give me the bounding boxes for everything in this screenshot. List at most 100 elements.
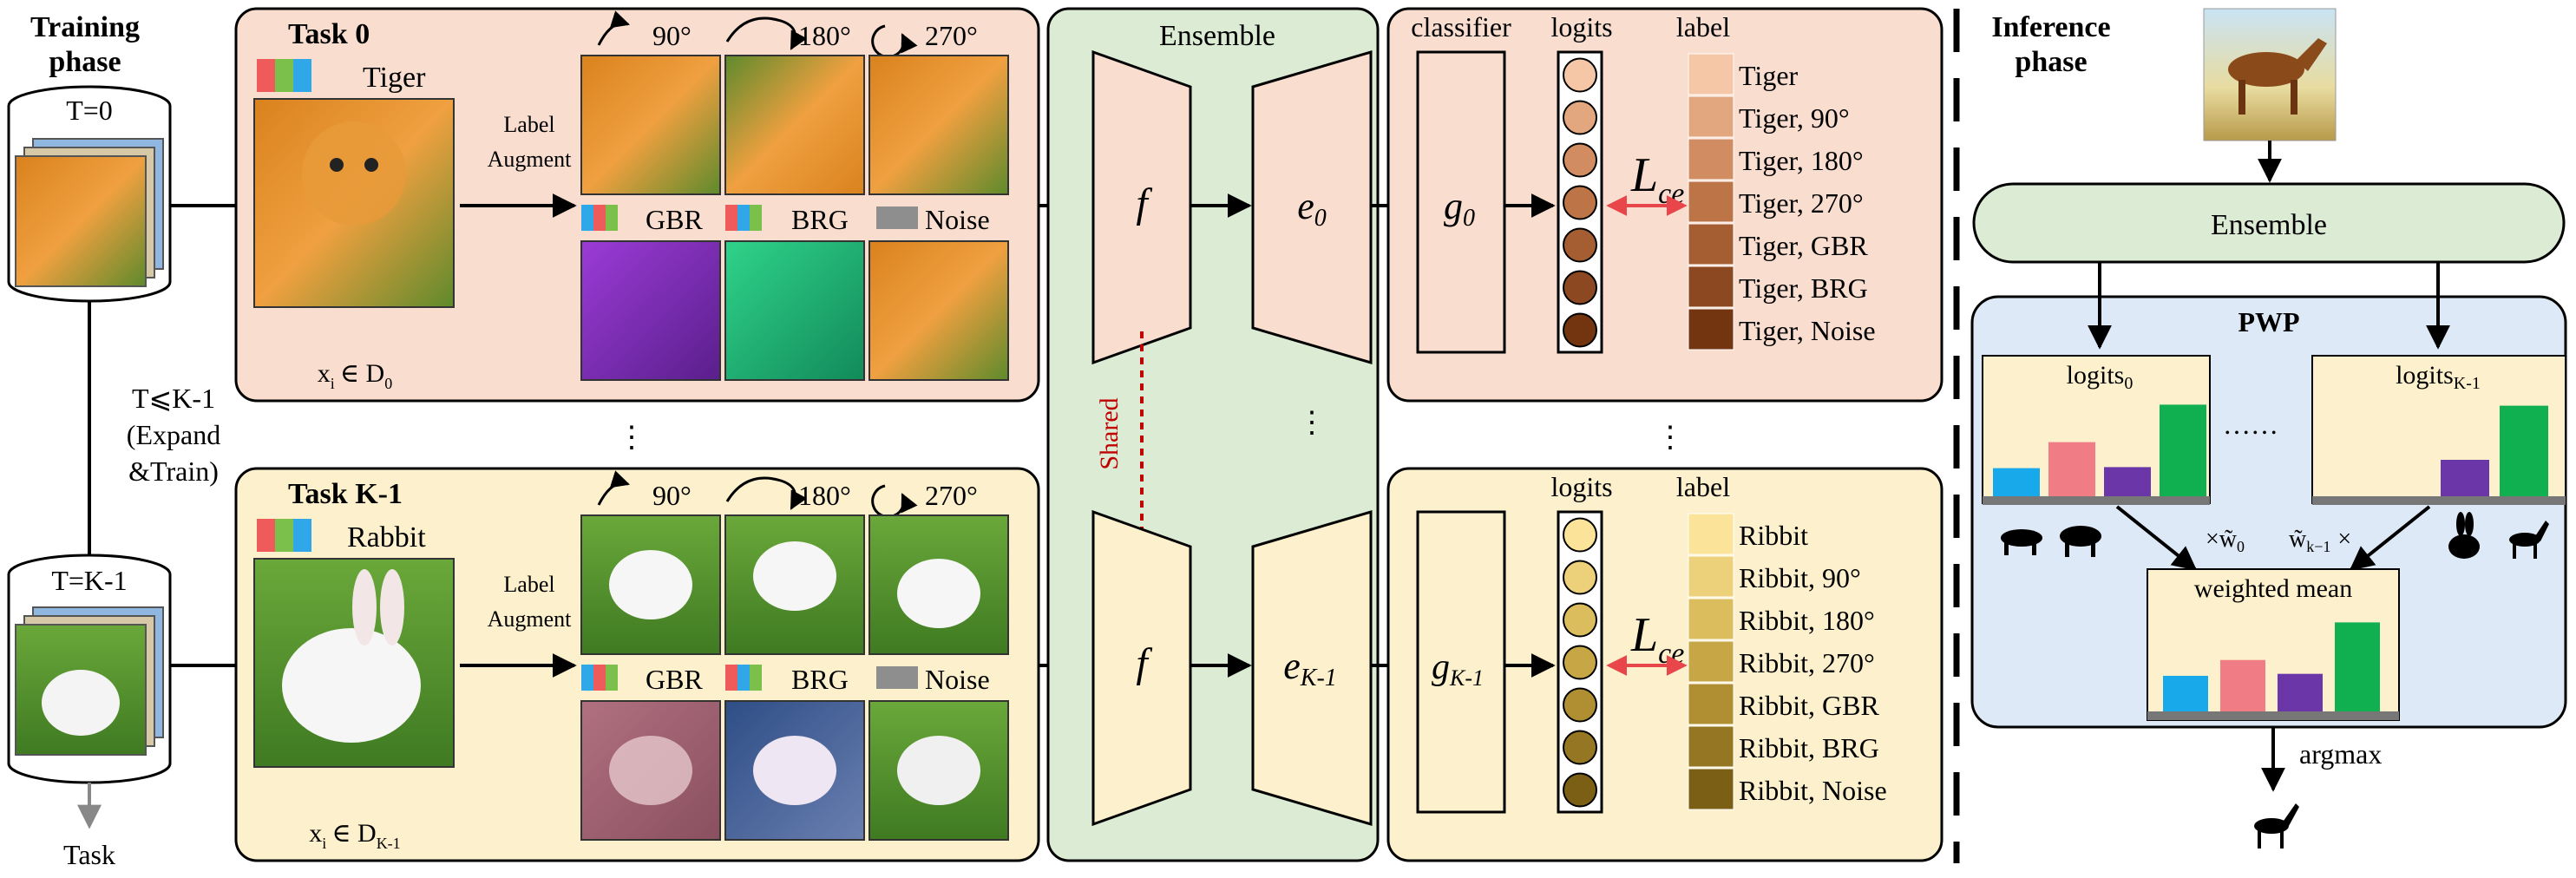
logit-node <box>1563 57 1597 93</box>
svg-text:GBR: GBR <box>646 664 703 695</box>
logit-node <box>1563 185 1597 220</box>
svg-text:phase: phase <box>49 46 121 78</box>
label-text: Ribbit <box>1739 520 1808 551</box>
label-text: Tiger, 270° <box>1739 187 1864 219</box>
rotate-90-icon <box>597 10 631 46</box>
ensemble-panel: Ensemble f e0 Shared ⋮ f eK-1 <box>1046 7 1380 862</box>
tiger-rot180-image <box>724 55 865 195</box>
label-swatch <box>1688 53 1734 95</box>
task0-class-name: Tiger <box>363 62 426 94</box>
svg-text:eK-1: eK-1 <box>1283 645 1337 691</box>
label-swatch <box>1688 598 1734 640</box>
inference-ensemble-box <box>1972 182 2566 264</box>
label-swatch <box>1688 265 1734 308</box>
svg-text:270°: 270° <box>925 20 978 51</box>
svg-text:T=0: T=0 <box>66 95 113 126</box>
svg-text:(Expand: (Expand <box>127 419 220 450</box>
label-text: Tiger <box>1739 60 1799 91</box>
taskk-panel: Task K-1 Rabbit xi∈ DK-1 Label Augment 9… <box>234 467 1040 862</box>
svg-text:270°: 270° <box>925 480 978 511</box>
argmax-label: argmax <box>2299 738 2382 770</box>
rgb-swatch-red <box>257 59 275 92</box>
label-text: Ribbit, BRG <box>1739 732 1879 763</box>
horse-output-icon <box>2254 803 2299 849</box>
svg-text:T⩽K-1: T⩽K-1 <box>132 383 215 414</box>
svg-text:logits: logits <box>1550 11 1612 43</box>
label-text: Tiger, 180° <box>1739 145 1864 176</box>
svg-text:T=K-1: T=K-1 <box>51 565 127 596</box>
head-vertical-dots: ⋮ <box>1655 422 1685 454</box>
label-text: Tiger, 90° <box>1739 102 1850 134</box>
bar <box>2441 460 2489 496</box>
logit-node <box>1563 142 1597 178</box>
svg-text:Label: Label <box>503 112 554 137</box>
svg-text:Label: Label <box>503 572 554 597</box>
taskk-class-name: Rabbit <box>347 521 426 554</box>
pwp-panel: PWP logits0 …… logitsK-1 ×w̃0 w̃k−1× wei… <box>1970 262 2567 729</box>
label-swatch <box>1688 138 1734 180</box>
shared-label: Shared <box>1095 397 1124 469</box>
taskk-sample-caption: xi∈ DK-1 <box>309 819 400 852</box>
label-text: Ribbit, GBR <box>1739 690 1879 721</box>
task0-sample-caption: xi∈ D0 <box>318 359 392 392</box>
svg-text:Inference: Inference <box>1991 11 2110 43</box>
rgb-swatch-green <box>275 59 293 92</box>
svg-text:BRG: BRG <box>791 204 849 235</box>
label-swatch <box>1688 683 1734 725</box>
label-swatch <box>1688 725 1734 768</box>
rabbit-silhouette-icon <box>2448 512 2480 559</box>
tiger-thumbnail <box>15 155 147 287</box>
svg-text:label: label <box>1676 471 1730 502</box>
taskk-title: Task K-1 <box>288 478 403 510</box>
label-swatch <box>1688 768 1734 810</box>
svg-text:logits0: logits0 <box>2067 361 2134 393</box>
svg-text:logitsK-1: logitsK-1 <box>2396 361 2481 393</box>
task0-panel: Task 0 Tiger xi∈ D0 Label Augment 90° 18… <box>234 7 1040 403</box>
logit-node <box>1563 602 1597 638</box>
bar <box>2104 467 2151 496</box>
bar <box>2163 675 2208 711</box>
task-output-label: Task <box>63 839 115 870</box>
label-text: Tiger, GBR <box>1739 230 1868 261</box>
expert-ek <box>1251 509 1373 827</box>
bar <box>2160 404 2206 496</box>
svg-text:gK-1: gK-1 <box>1432 647 1484 691</box>
inference-phase-title: Inference phase <box>1991 11 2110 78</box>
label-swatch <box>1688 180 1734 223</box>
svg-text:Augment: Augment <box>488 606 573 632</box>
bar <box>2500 405 2548 496</box>
svg-text:Lce: Lce <box>1630 608 1684 670</box>
bar <box>2278 673 2323 711</box>
label-text: Tiger, BRG <box>1739 272 1868 304</box>
classifier-gk <box>1416 510 1506 814</box>
svg-text:&Train): &Train) <box>128 455 219 487</box>
cow-silhouette-icon <box>2060 526 2101 557</box>
label-text: Ribbit, 90° <box>1739 562 1861 593</box>
logit-node <box>1563 227 1597 263</box>
ensemble-title: Ensemble <box>1159 20 1275 52</box>
logit-node <box>1563 645 1597 680</box>
label-text: Tiger, Noise <box>1739 315 1876 346</box>
logit-node <box>1563 517 1597 553</box>
horse-silhouette-icon <box>2509 521 2549 559</box>
feature-extractor-f-bottom <box>1091 509 1192 827</box>
label-text: Ribbit, 270° <box>1739 647 1875 678</box>
logit-node <box>1563 100 1597 135</box>
svg-text:weighted mean: weighted mean <box>2194 574 2352 603</box>
tiger-gbr-image <box>580 240 721 381</box>
label-swatch <box>1688 223 1734 265</box>
logit-node <box>1563 560 1597 595</box>
tiger-rot270-image <box>868 55 1009 195</box>
svg-text:180°: 180° <box>798 20 851 51</box>
tiger-noise-image <box>868 240 1009 381</box>
svg-text:Noise: Noise <box>925 204 990 235</box>
label-swatch <box>1688 555 1734 598</box>
svg-text:Augment: Augment <box>488 147 573 172</box>
logit-node <box>1563 730 1597 765</box>
task0-title: Task 0 <box>288 18 370 50</box>
classifier-g0 <box>1416 50 1506 354</box>
pwp-title: PWP <box>2238 306 2299 337</box>
svg-text:classifier: classifier <box>1411 11 1511 43</box>
svg-text:logits: logits <box>1550 471 1612 502</box>
